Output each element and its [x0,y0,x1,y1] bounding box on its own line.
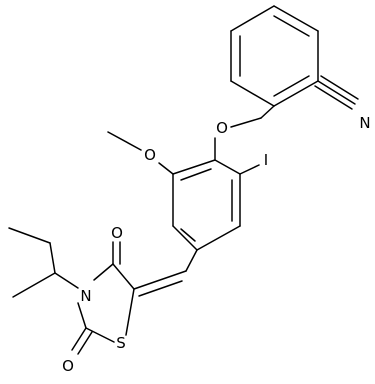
bond [49,242,56,274]
bond [107,131,142,151]
bond [12,272,56,298]
bond [158,162,174,175]
bond [77,302,87,329]
thiazolidinedione-ring: N S [77,263,135,352]
bond [185,249,198,272]
bond [230,5,275,32]
atom-n-ring: N [80,287,91,305]
bond [196,225,241,251]
bond [172,225,198,251]
methylidene-link [133,249,198,297]
bond [112,263,135,290]
bond [317,80,356,105]
bond [320,75,359,100]
bond [125,288,135,336]
sec-butyl-group [8,227,79,298]
bond [85,327,115,343]
benzonitrile-ring [230,5,319,107]
atom-n-nitrile: N [359,114,370,132]
iodo-substituent: I [239,151,268,175]
bond [273,75,310,97]
bond [273,80,319,107]
atom-o-carbonyl-top: O [111,224,123,242]
benzyl-ether-link: O [214,105,275,161]
bond [71,327,87,351]
methoxy-group: O [107,131,174,175]
bond [230,80,275,107]
bond [273,5,319,32]
bond [133,270,187,290]
bond [214,159,241,175]
bond [54,272,79,289]
bond [172,159,216,175]
bond [180,228,196,242]
bond [273,15,310,37]
atom-o-ether: O [216,119,228,137]
atom-o-methoxy: O [144,146,156,164]
bond [260,105,275,119]
bond [8,227,51,244]
bond [93,263,114,281]
lower-carbonyl: O [62,327,93,375]
bond [138,280,183,297]
bond [314,85,353,110]
bond [180,168,212,181]
bond [230,117,262,128]
upper-carbonyl: O [111,224,123,265]
nitrile-group: N [314,75,371,132]
bond [239,164,260,175]
bond [77,331,93,355]
central-phenyl-ring [172,159,241,251]
atom-o-carbonyl-bottom: O [62,357,74,375]
atom-iodine: I [264,151,268,169]
atom-s-ring: S [116,334,126,352]
